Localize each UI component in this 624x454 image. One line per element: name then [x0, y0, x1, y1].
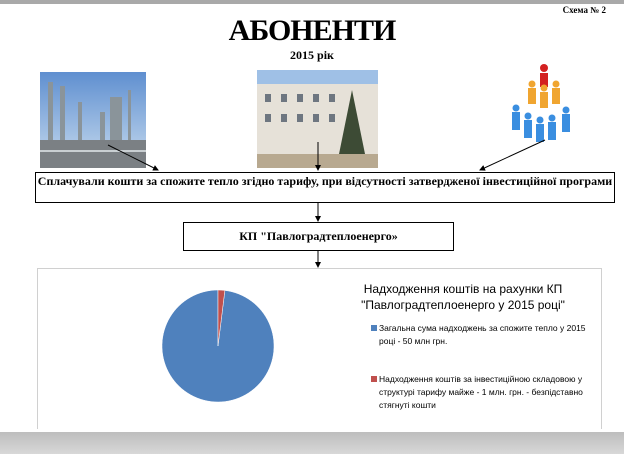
pie	[161, 289, 275, 403]
pie-slice-1	[217, 289, 226, 347]
page-title: АБОНЕНТИ	[228, 14, 397, 47]
legend-swatch-red	[371, 376, 377, 382]
legend-label: Надходження коштів за інвестиційною скла…	[379, 374, 583, 410]
industrial-plant-image	[40, 72, 146, 168]
top-bar	[0, 0, 624, 4]
flow-arrows	[107, 139, 546, 268]
payment-description-box: Сплачували кошти за спожите тепло згідно…	[35, 172, 615, 203]
revenue-pie-chart: Надходження коштів на рахунки КП "Павлог…	[37, 268, 602, 429]
legend-item: Загальна сума надходжень за спожите тепл…	[371, 322, 599, 348]
legend-item: Надходження коштів за інвестиційною скла…	[371, 373, 599, 412]
bottom-bar	[0, 432, 624, 454]
legend-swatch-blue	[371, 325, 377, 331]
apartment-building-image	[257, 70, 378, 168]
chart-title: Надходження коштів на рахунки КП "Павлог…	[361, 282, 565, 312]
people-pyramid-image	[512, 64, 570, 142]
company-box: КП "Павлоградтеплоенерго»	[183, 222, 454, 251]
legend-label: Загальна сума надходжень за спожите тепл…	[379, 323, 586, 346]
scheme-label: Схема № 2	[562, 5, 606, 15]
year-subtitle: 2015 рік	[290, 48, 334, 62]
